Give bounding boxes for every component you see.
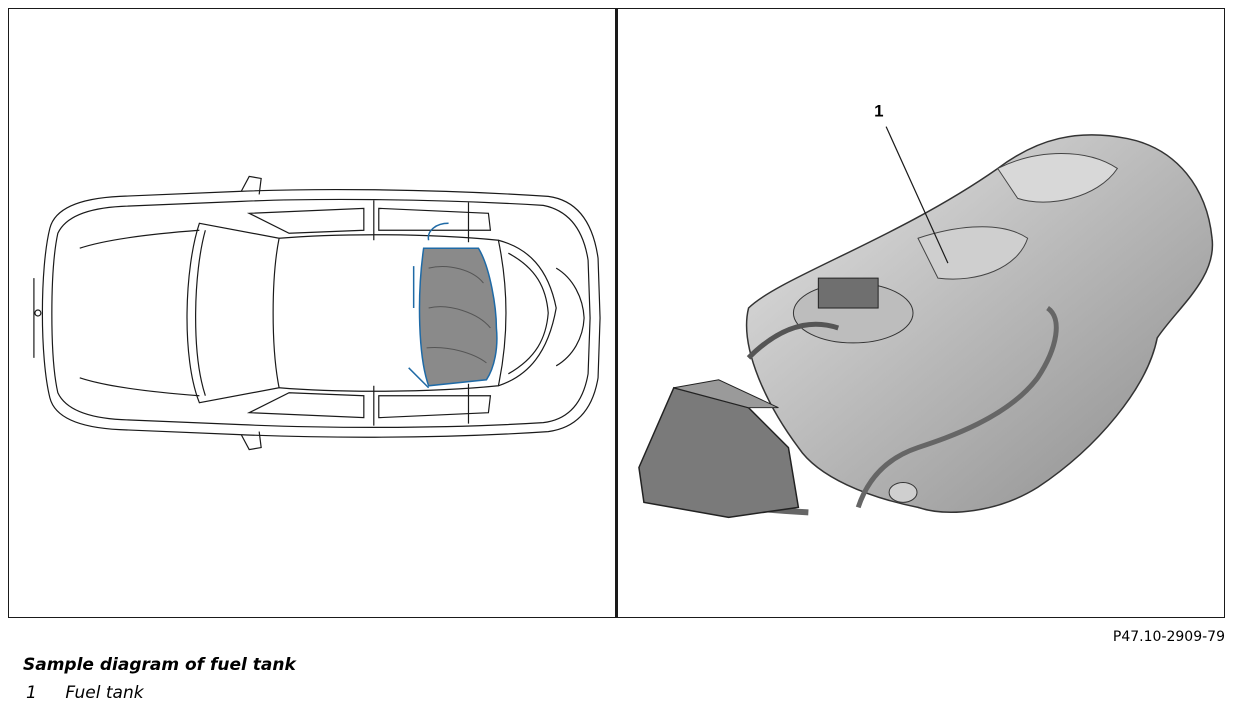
callout-line-1 [885,126,949,264]
legend-item: 1 Fuel tank [26,683,144,703]
callout-number-1: 1 [874,102,883,121]
car-top-view-panel [9,9,615,617]
fuel-tank-location [408,222,498,389]
legend-item-number: 1 [26,683,37,703]
fuel-tank-detail-panel: 1 [618,9,1223,617]
car-top-view-illustration [33,175,601,451]
figure-reference-code: P47.10-2909-79 [1112,629,1225,645]
panel-divider [615,9,618,617]
legend-item-label: Fuel tank [65,683,144,703]
diagram-frame: 1 [8,8,1225,618]
fuel-tank-illustration: 1 [638,102,1214,519]
figure-caption: Sample diagram of fuel tank [23,655,296,675]
